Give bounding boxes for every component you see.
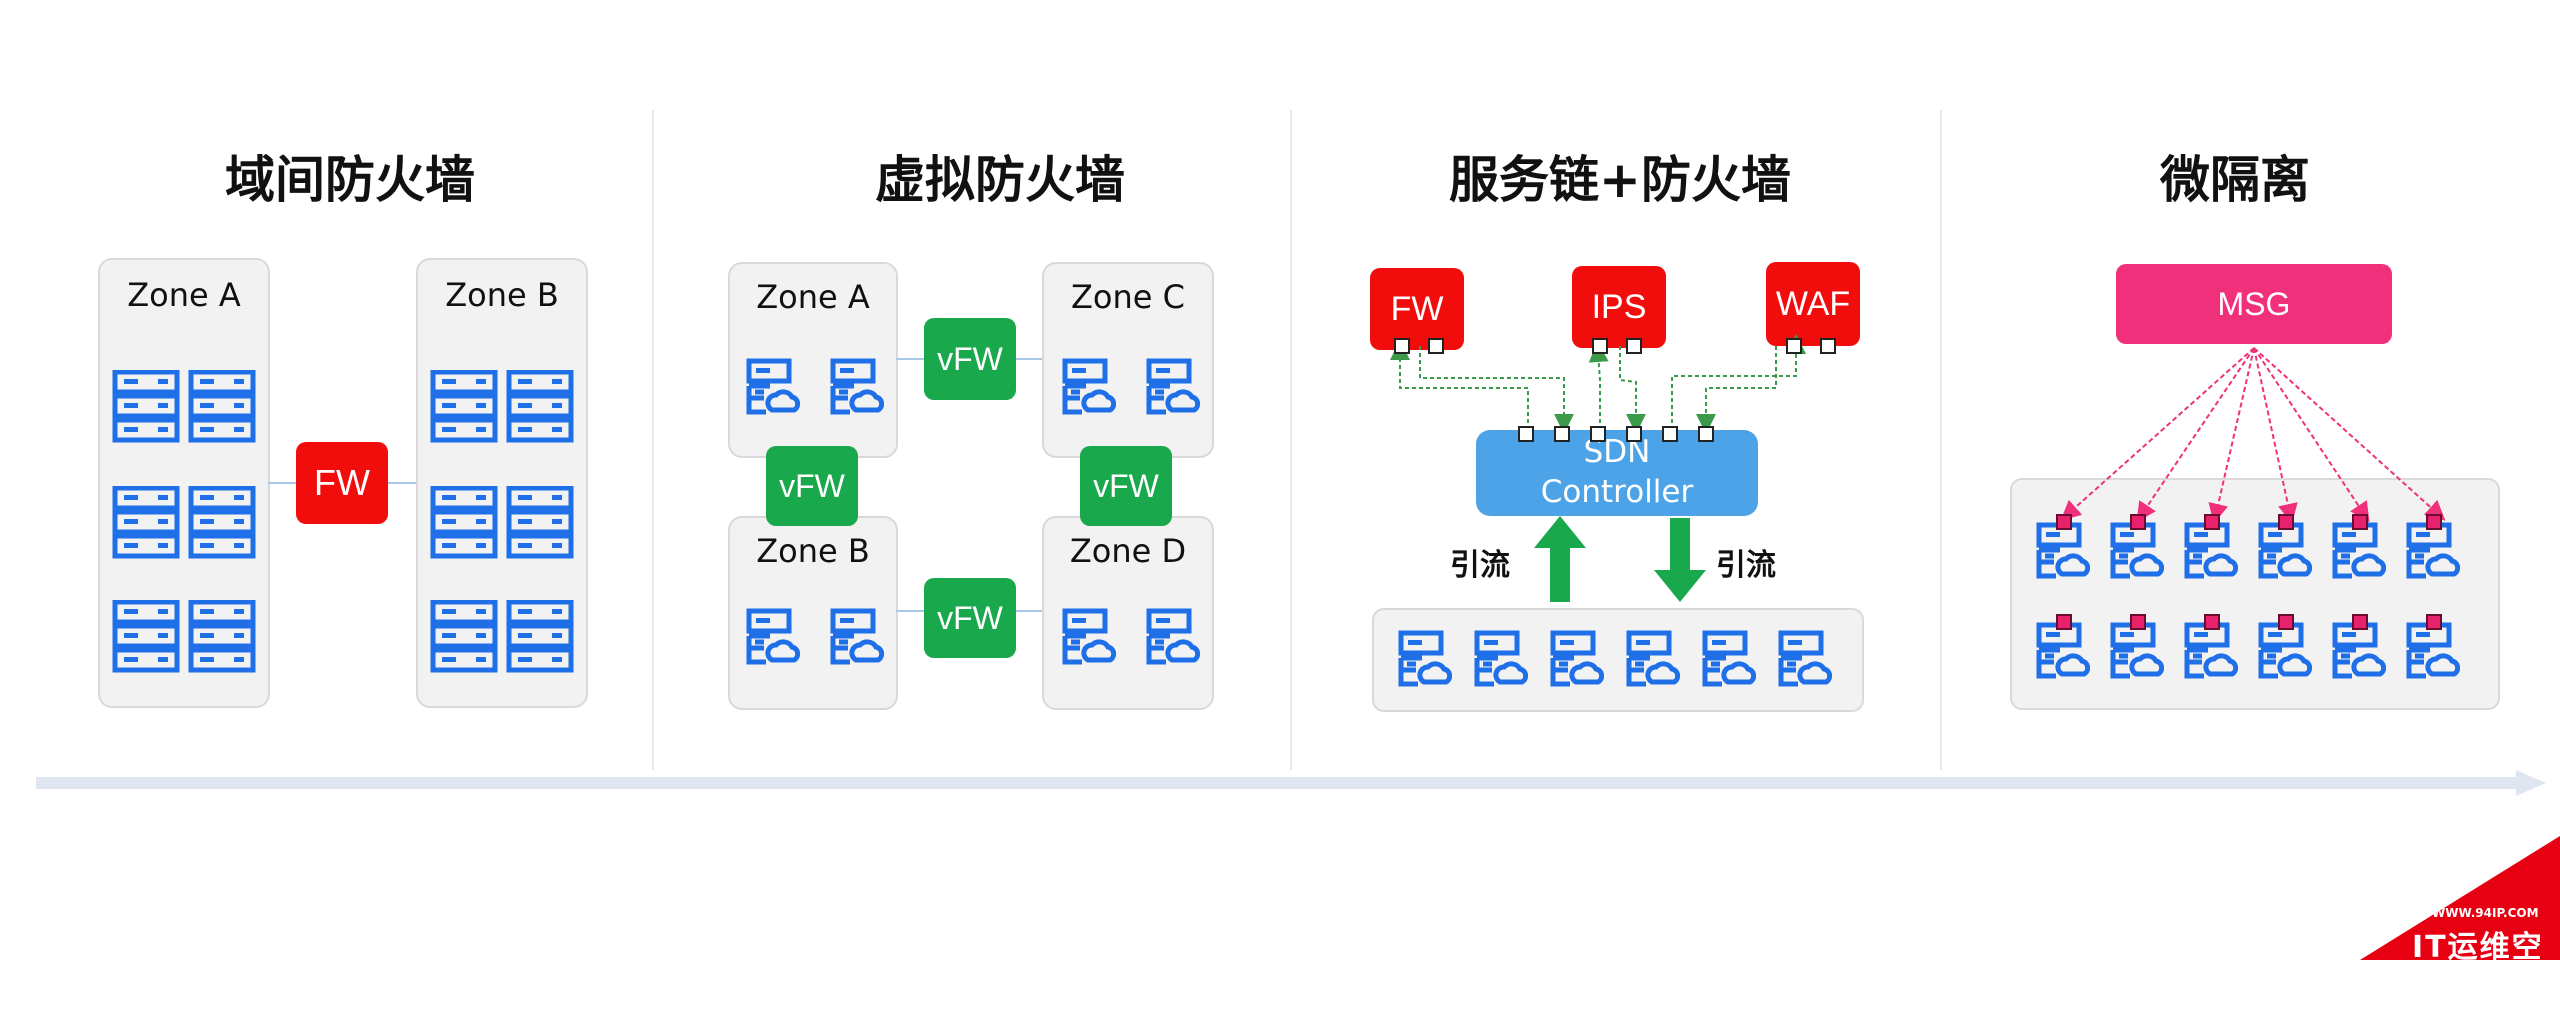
policy-port: [2056, 514, 2072, 530]
cloud-server-icon: [2036, 622, 2090, 679]
port: [1590, 426, 1606, 442]
section-title-service-chain-firewall: 服务链+防火墙: [1449, 151, 1791, 209]
zone-a-label: Zone A: [127, 276, 241, 314]
cloud-server-icon: [1702, 630, 1756, 687]
rack-server-icon: [112, 370, 180, 443]
policy-port: [2426, 514, 2442, 530]
vfw-badge: vFW: [924, 578, 1016, 658]
flow-out-label: 引流: [1716, 548, 1776, 583]
policy-port: [2204, 614, 2220, 630]
fw-badge: FW: [296, 442, 388, 524]
rack-server-icon: [430, 370, 498, 443]
cloud-server-icon: [746, 608, 800, 665]
policy-port: [2056, 614, 2072, 630]
cloud-server-icon: [1146, 608, 1200, 665]
rack-server-icon: [506, 600, 574, 673]
policy-port: [2278, 614, 2294, 630]
watermark-corner: [2360, 836, 2560, 960]
rack-server-icon: [188, 600, 256, 673]
column-divider: [1290, 110, 1292, 770]
policy-port: [2204, 514, 2220, 530]
sdn-controller: SDN Controller: [1476, 430, 1758, 516]
watermark-brand: IT运维空间: [2412, 930, 2544, 1009]
cloud-server-icon: [2184, 622, 2238, 679]
cloud-server-icon: [1146, 358, 1200, 415]
policy-port: [2352, 614, 2368, 630]
cloud-server-icon: [1062, 608, 1116, 665]
policy-port: [2352, 514, 2368, 530]
cloud-server-icon: [2110, 622, 2164, 679]
column-divider: [652, 110, 654, 770]
cloud-server-icon: [1626, 630, 1680, 687]
cloud-server-icon: [2332, 622, 2386, 679]
port: [1662, 426, 1678, 442]
cloud-server-icon: [830, 608, 884, 665]
zone-b-label: Zone B: [445, 276, 559, 314]
cloud-server-icon: [1778, 630, 1832, 687]
cloud-server-icon: [2110, 522, 2164, 579]
zone-b-label: Zone B: [756, 532, 870, 570]
zone-a-label: Zone A: [756, 278, 870, 316]
zone-c-label: Zone C: [1071, 278, 1185, 316]
port: [1554, 426, 1570, 442]
cloud-server-icon: [2406, 522, 2460, 579]
cloud-server-icon: [1062, 358, 1116, 415]
policy-port: [2278, 514, 2294, 530]
policy-port: [2130, 614, 2146, 630]
section-title-virtual-firewall: 虚拟防火墙: [875, 151, 1125, 209]
server-pool: [2010, 478, 2500, 710]
waf-service-badge: WAF: [1766, 262, 1860, 346]
port: [1820, 338, 1836, 354]
cloud-server-icon: [2258, 622, 2312, 679]
section-title-micro-segmentation: 微隔离: [2160, 151, 2310, 209]
port: [1428, 338, 1444, 354]
timeline-arrow: [36, 770, 2546, 796]
msg-badge: MSG: [2116, 264, 2392, 344]
port: [1518, 426, 1534, 442]
flow-in-label: 引流: [1450, 548, 1510, 583]
cloud-server-icon: [2406, 622, 2460, 679]
cloud-server-icon: [1398, 630, 1452, 687]
fw-service-badge: FW: [1370, 268, 1464, 350]
section-title-inter-domain-firewall: 域间防火墙: [225, 151, 475, 209]
down-arrow-icon: [1654, 518, 1706, 602]
policy-port: [2426, 614, 2442, 630]
controller-label: Controller: [1540, 474, 1694, 510]
port: [1626, 426, 1642, 442]
port: [1626, 338, 1642, 354]
port: [1698, 426, 1714, 442]
ips-service-badge: IPS: [1572, 266, 1666, 348]
rack-server-icon: [188, 370, 256, 443]
cloud-server-icon: [2036, 522, 2090, 579]
watermark-url: WWW.94IP.COM: [2432, 906, 2539, 920]
cloud-server-icon: [1474, 630, 1528, 687]
policy-port: [2130, 514, 2146, 530]
rack-server-icon: [506, 486, 574, 559]
cloud-server-icon: [2332, 522, 2386, 579]
vfw-badge: vFW: [766, 446, 858, 526]
rack-server-icon: [112, 600, 180, 673]
port: [1786, 338, 1802, 354]
cloud-server-icon: [1550, 630, 1604, 687]
cloud-server-icon: [746, 358, 800, 415]
rack-server-icon: [112, 486, 180, 559]
vfw-badge: vFW: [1080, 446, 1172, 526]
cloud-server-icon: [2258, 522, 2312, 579]
rack-server-icon: [506, 370, 574, 443]
service-chain-flows: [1390, 334, 1806, 434]
up-arrow-icon: [1534, 516, 1586, 602]
port: [1394, 338, 1410, 354]
zone-d-label: Zone D: [1069, 532, 1187, 570]
column-divider: [1940, 110, 1942, 770]
cloud-server-icon: [830, 358, 884, 415]
cloud-server-icon: [2184, 522, 2238, 579]
rack-server-icon: [430, 600, 498, 673]
rack-server-icon: [188, 486, 256, 559]
rack-server-icon: [430, 486, 498, 559]
vfw-badge: vFW: [924, 318, 1016, 400]
msg-policy-arrows: [2060, 347, 2446, 524]
port: [1592, 338, 1608, 354]
